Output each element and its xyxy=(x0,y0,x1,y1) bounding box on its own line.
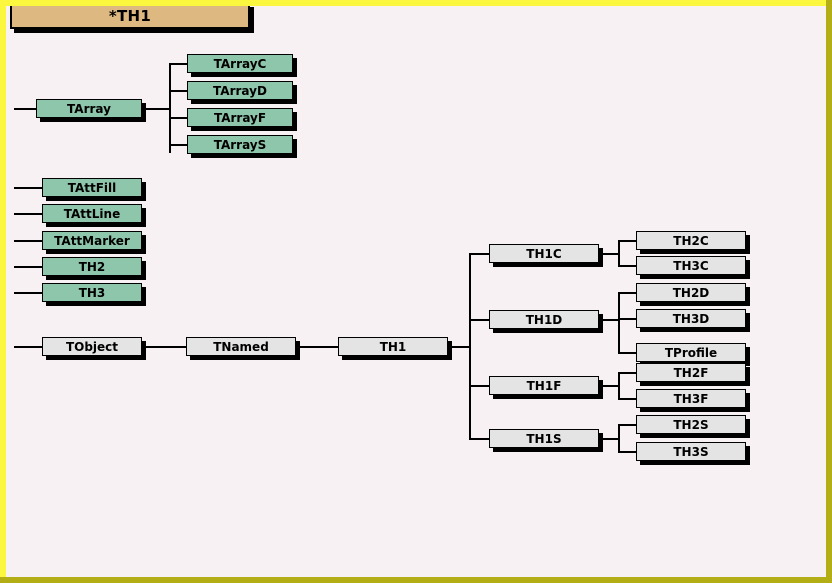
node-th2d[interactable]: TH2D xyxy=(636,283,746,302)
connector-th1d-out xyxy=(599,319,619,321)
window-border-top xyxy=(0,0,832,6)
window-border-right xyxy=(826,0,832,583)
connector-th1-out xyxy=(448,346,470,348)
node-tarrayd[interactable]: TArrayD xyxy=(187,81,293,100)
node-tarray[interactable]: TArray xyxy=(36,99,142,118)
connector-tnamed-th1 xyxy=(296,346,338,348)
connector-th2c xyxy=(618,240,636,242)
node-label: TAttLine xyxy=(63,206,121,221)
connector-tattfill-stub xyxy=(14,187,42,189)
connector-th1c-out xyxy=(599,253,619,255)
connector-tarray-stub xyxy=(14,108,36,110)
node-label: TH1F xyxy=(526,378,562,393)
node-label: TH2D xyxy=(672,285,710,300)
node-label: TObject xyxy=(65,339,119,354)
node-label: TNamed xyxy=(213,339,269,354)
connector-tarrays xyxy=(169,144,187,146)
connector-th1f xyxy=(469,385,489,387)
node-th1c[interactable]: TH1C xyxy=(489,244,599,263)
window-titlebar[interactable]: *TH1 xyxy=(10,6,250,29)
connector-th1s-trunk xyxy=(618,424,620,451)
node-label: TH1 xyxy=(379,339,407,354)
node-label: TArrayD xyxy=(213,83,267,98)
connector-tobject-tnamed xyxy=(142,346,186,348)
node-th3f[interactable]: TH3F xyxy=(636,389,746,408)
node-th3d[interactable]: TH3D xyxy=(636,309,746,328)
connector-tprofile xyxy=(618,352,636,354)
node-th1f[interactable]: TH1F xyxy=(489,376,599,395)
connector-th1c xyxy=(469,253,489,255)
node-label: TH2S xyxy=(673,417,709,432)
node-tattmarker[interactable]: TAttMarker xyxy=(42,231,142,250)
node-label: TH2C xyxy=(673,233,709,248)
node-tarrayf[interactable]: TArrayF xyxy=(187,108,293,127)
node-th3c[interactable]: TH3C xyxy=(636,256,746,275)
node-label: TH3C xyxy=(673,258,709,273)
node-label: TArrayF xyxy=(213,110,267,125)
connector-th2-stub xyxy=(14,266,42,268)
connector-th3f xyxy=(618,398,636,400)
connector-th1s xyxy=(469,438,489,440)
node-label: TH1D xyxy=(525,312,563,327)
node-label: TArrayC xyxy=(213,56,267,71)
connector-tattline-stub xyxy=(14,213,42,215)
connector-tattmarker-stub xyxy=(14,240,42,242)
connector-th1f-out xyxy=(599,385,619,387)
node-th2f[interactable]: TH2F xyxy=(636,363,746,382)
node-label: TAttFill xyxy=(67,180,117,195)
window-border-left xyxy=(0,0,6,583)
node-th2c[interactable]: TH2C xyxy=(636,231,746,250)
node-tnamed[interactable]: TNamed xyxy=(186,337,296,356)
connector-th3d xyxy=(618,318,636,320)
connector-th1-trunk xyxy=(469,253,471,440)
node-th2[interactable]: TH2 xyxy=(42,257,142,276)
node-tattline[interactable]: TAttLine xyxy=(42,204,142,223)
connector-th3-stub xyxy=(14,292,42,294)
connector-th1c-trunk xyxy=(618,240,620,266)
connector-tarray-out xyxy=(142,108,170,110)
connector-th1f-trunk xyxy=(618,372,620,398)
node-th3[interactable]: TH3 xyxy=(42,283,142,302)
node-label: TH2 xyxy=(78,259,106,274)
connector-th2f xyxy=(618,372,636,374)
node-th3s[interactable]: TH3S xyxy=(636,442,746,461)
connector-th2d xyxy=(618,292,636,294)
node-label: TH3F xyxy=(673,391,709,406)
diagram-canvas: *TH1 TArray TArrayC TArrayD TArrayF TArr… xyxy=(6,6,826,577)
node-th1[interactable]: TH1 xyxy=(338,337,448,356)
node-label: TH3S xyxy=(673,444,709,459)
node-tprofile[interactable]: TProfile xyxy=(636,343,746,362)
connector-tarrayd xyxy=(169,90,187,92)
node-label: TH2F xyxy=(673,365,709,380)
node-label: TH3D xyxy=(672,311,710,326)
node-tarrays[interactable]: TArrayS xyxy=(187,135,293,154)
node-label: TH1S xyxy=(526,431,562,446)
connector-th3s xyxy=(618,451,636,453)
node-tobject[interactable]: TObject xyxy=(42,337,142,356)
node-th1d[interactable]: TH1D xyxy=(489,310,599,329)
window-title: *TH1 xyxy=(108,6,152,25)
node-label: TH3 xyxy=(78,285,106,300)
connector-tarray-trunk xyxy=(169,63,171,153)
connector-tarrayf xyxy=(169,117,187,119)
connector-th1s-out xyxy=(599,438,619,440)
node-label: TArray xyxy=(67,101,111,116)
node-label: TH1C xyxy=(526,246,562,261)
node-label: TProfile xyxy=(664,345,718,360)
window-border-bottom xyxy=(0,577,832,583)
connector-th2s xyxy=(618,424,636,426)
connector-th3c xyxy=(618,265,636,267)
connector-th1d xyxy=(469,319,489,321)
connector-th1d-trunk xyxy=(618,292,620,354)
node-label: TArrayS xyxy=(213,137,267,152)
node-label: TAttMarker xyxy=(54,233,130,248)
node-th2s[interactable]: TH2S xyxy=(636,415,746,434)
node-tarrayc[interactable]: TArrayC xyxy=(187,54,293,73)
connector-tobject-stub xyxy=(14,346,42,348)
node-tattfill[interactable]: TAttFill xyxy=(42,178,142,197)
connector-tarrayc xyxy=(169,63,187,65)
node-th1s[interactable]: TH1S xyxy=(489,429,599,448)
